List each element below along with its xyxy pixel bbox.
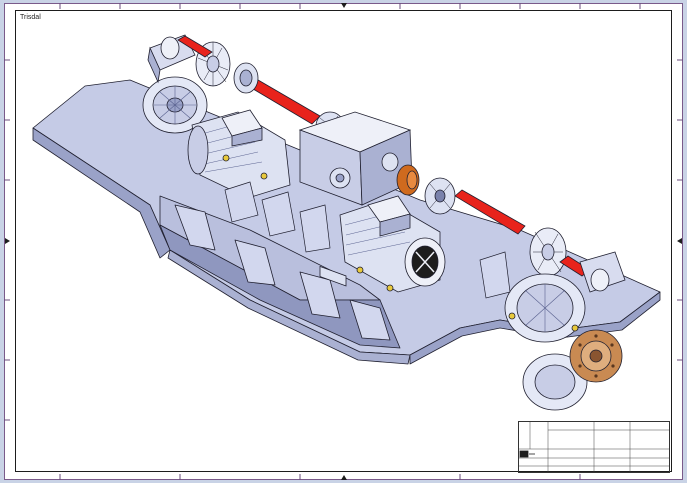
stiffener-4 [349,299,391,341]
company-logo-icon [519,450,535,458]
baseplate-side-front [167,249,411,365]
baseplate-side-left [32,127,171,259]
left-motor [187,109,291,199]
right-wheel-assembly [504,227,626,411]
right-motor [339,195,446,293]
title-block-graphics [518,421,670,473]
stiffener-2 [234,239,276,286]
title-block [518,421,670,473]
triangle-right-icon [5,238,10,244]
left-wheel-assembly [142,34,231,134]
stiffener-3 [299,271,341,319]
triangle-down-icon [341,3,347,8]
triangle-left-icon [677,238,682,244]
lower-shaft [396,164,526,235]
view-label: Trisdal [20,14,41,21]
drawing-frame: Trisdal [15,10,672,472]
gearbox [298,111,413,287]
support-brackets [224,181,511,299]
triangle-up-icon [341,475,347,480]
frame-markers [4,3,683,480]
stiffener-1 [174,204,216,251]
lower-shaft-main [454,189,526,235]
upper-shaft-left [177,35,213,58]
